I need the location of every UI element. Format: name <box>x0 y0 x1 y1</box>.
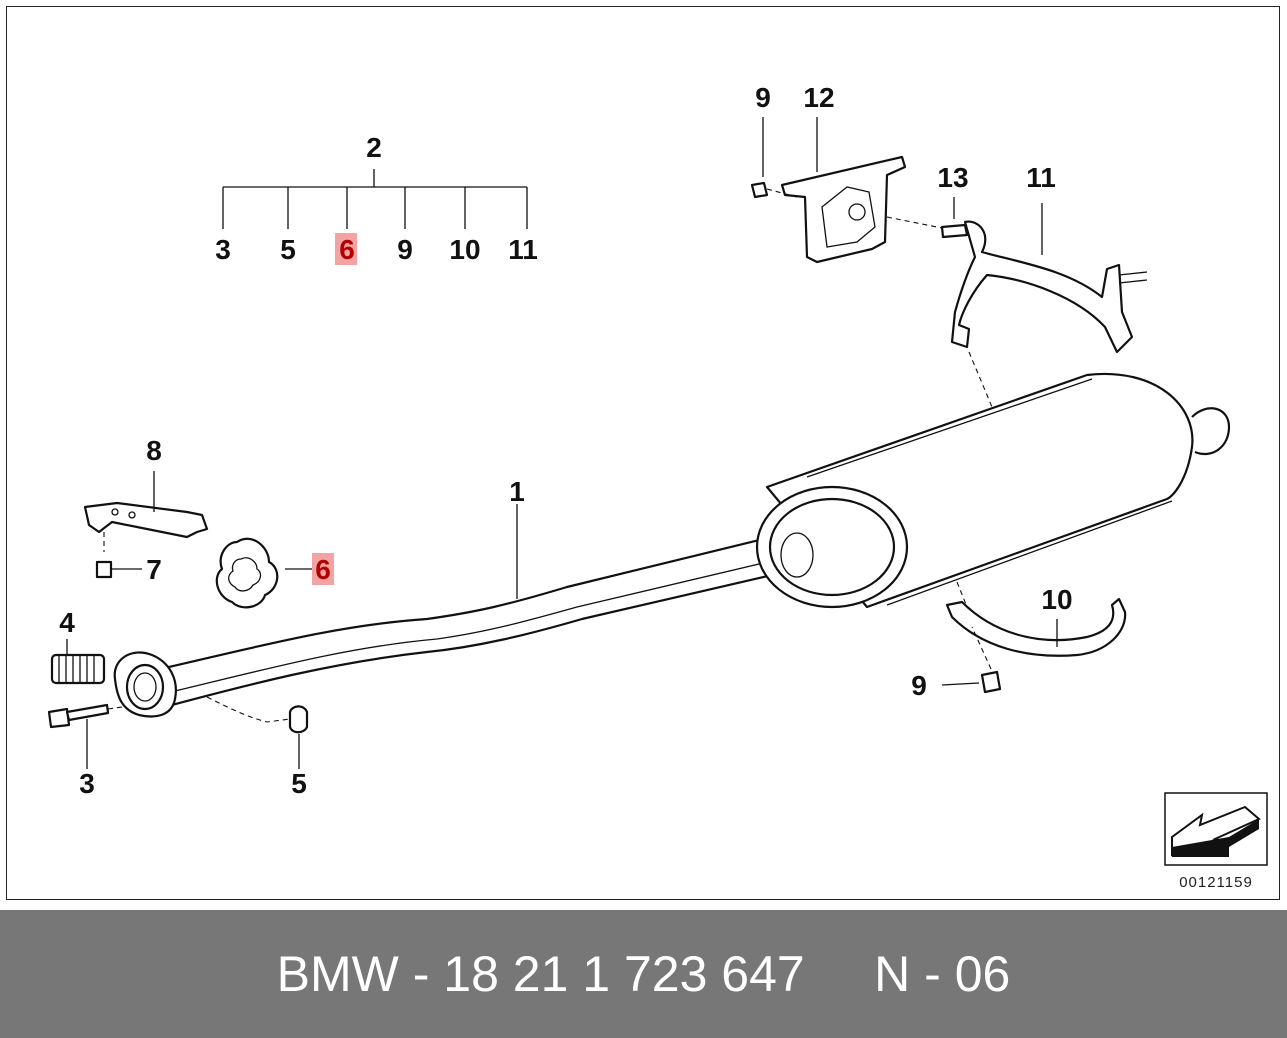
pipe-flange <box>113 651 177 718</box>
highlight-6-group <box>335 233 357 265</box>
callout-6-group[interactable]: 6 <box>339 234 355 265</box>
callout-10-group: 10 <box>449 234 480 265</box>
callout-10-clamp: 10 <box>1041 584 1072 615</box>
callout-9-group: 9 <box>397 234 413 265</box>
part-number-footer: BMW - 18 21 1 723 647 N - 06 <box>0 910 1287 1038</box>
callout-labels: 1 2 3 5 6 9 10 11 9 12 13 11 8 7 6 4 3 5… <box>59 82 1072 799</box>
callout-4: 4 <box>59 607 75 638</box>
callout-1: 1 <box>509 476 525 507</box>
upper-silencer-clamp <box>950 203 1148 408</box>
callout-11-group: 11 <box>508 234 538 265</box>
lower-silencer-clamp <box>941 581 1127 694</box>
rear-silencer <box>755 372 1231 609</box>
callout-9-clamp-nut: 9 <box>911 670 927 701</box>
callout-9-nut: 9 <box>755 82 771 113</box>
flange-bolt <box>47 703 123 769</box>
callout-6-gasket[interactable]: 6 <box>315 554 331 585</box>
front-pipe <box>145 504 809 711</box>
exhaust-parts-diagram: 1 2 3 5 6 9 10 11 9 12 13 11 8 7 6 4 3 5… <box>47 82 1268 891</box>
callout-3-bolt: 3 <box>79 768 95 799</box>
part-2-group-tree <box>222 169 528 229</box>
self-locking-nut <box>206 696 309 769</box>
parts-diagram-frame: 1 2 3 5 6 9 10 11 9 12 13 11 8 7 6 4 3 5… <box>6 6 1280 900</box>
callout-3-group: 3 <box>215 234 231 265</box>
direction-arrow-icon <box>1164 792 1268 866</box>
drawing-reference-number: 00121159 <box>1179 874 1253 891</box>
callout-11-clamp: 11 <box>1026 162 1056 193</box>
compression-spring <box>50 639 106 685</box>
callout-5-nut: 5 <box>291 768 307 799</box>
callout-13: 13 <box>937 162 968 193</box>
highlight-6-gasket <box>312 553 334 585</box>
part-number-text: BMW - 18 21 1 723 647 N - 06 <box>276 946 1011 1002</box>
callout-5-group: 5 <box>280 234 296 265</box>
hanger-screw <box>940 197 969 239</box>
rubber-mount-bracket <box>750 117 948 264</box>
callout-8: 8 <box>146 435 162 466</box>
callout-12: 12 <box>803 82 834 113</box>
pipe-holder-bracket <box>83 471 209 579</box>
callout-2: 2 <box>366 132 382 163</box>
callout-7: 7 <box>146 554 162 585</box>
flange-gasket <box>215 537 312 609</box>
